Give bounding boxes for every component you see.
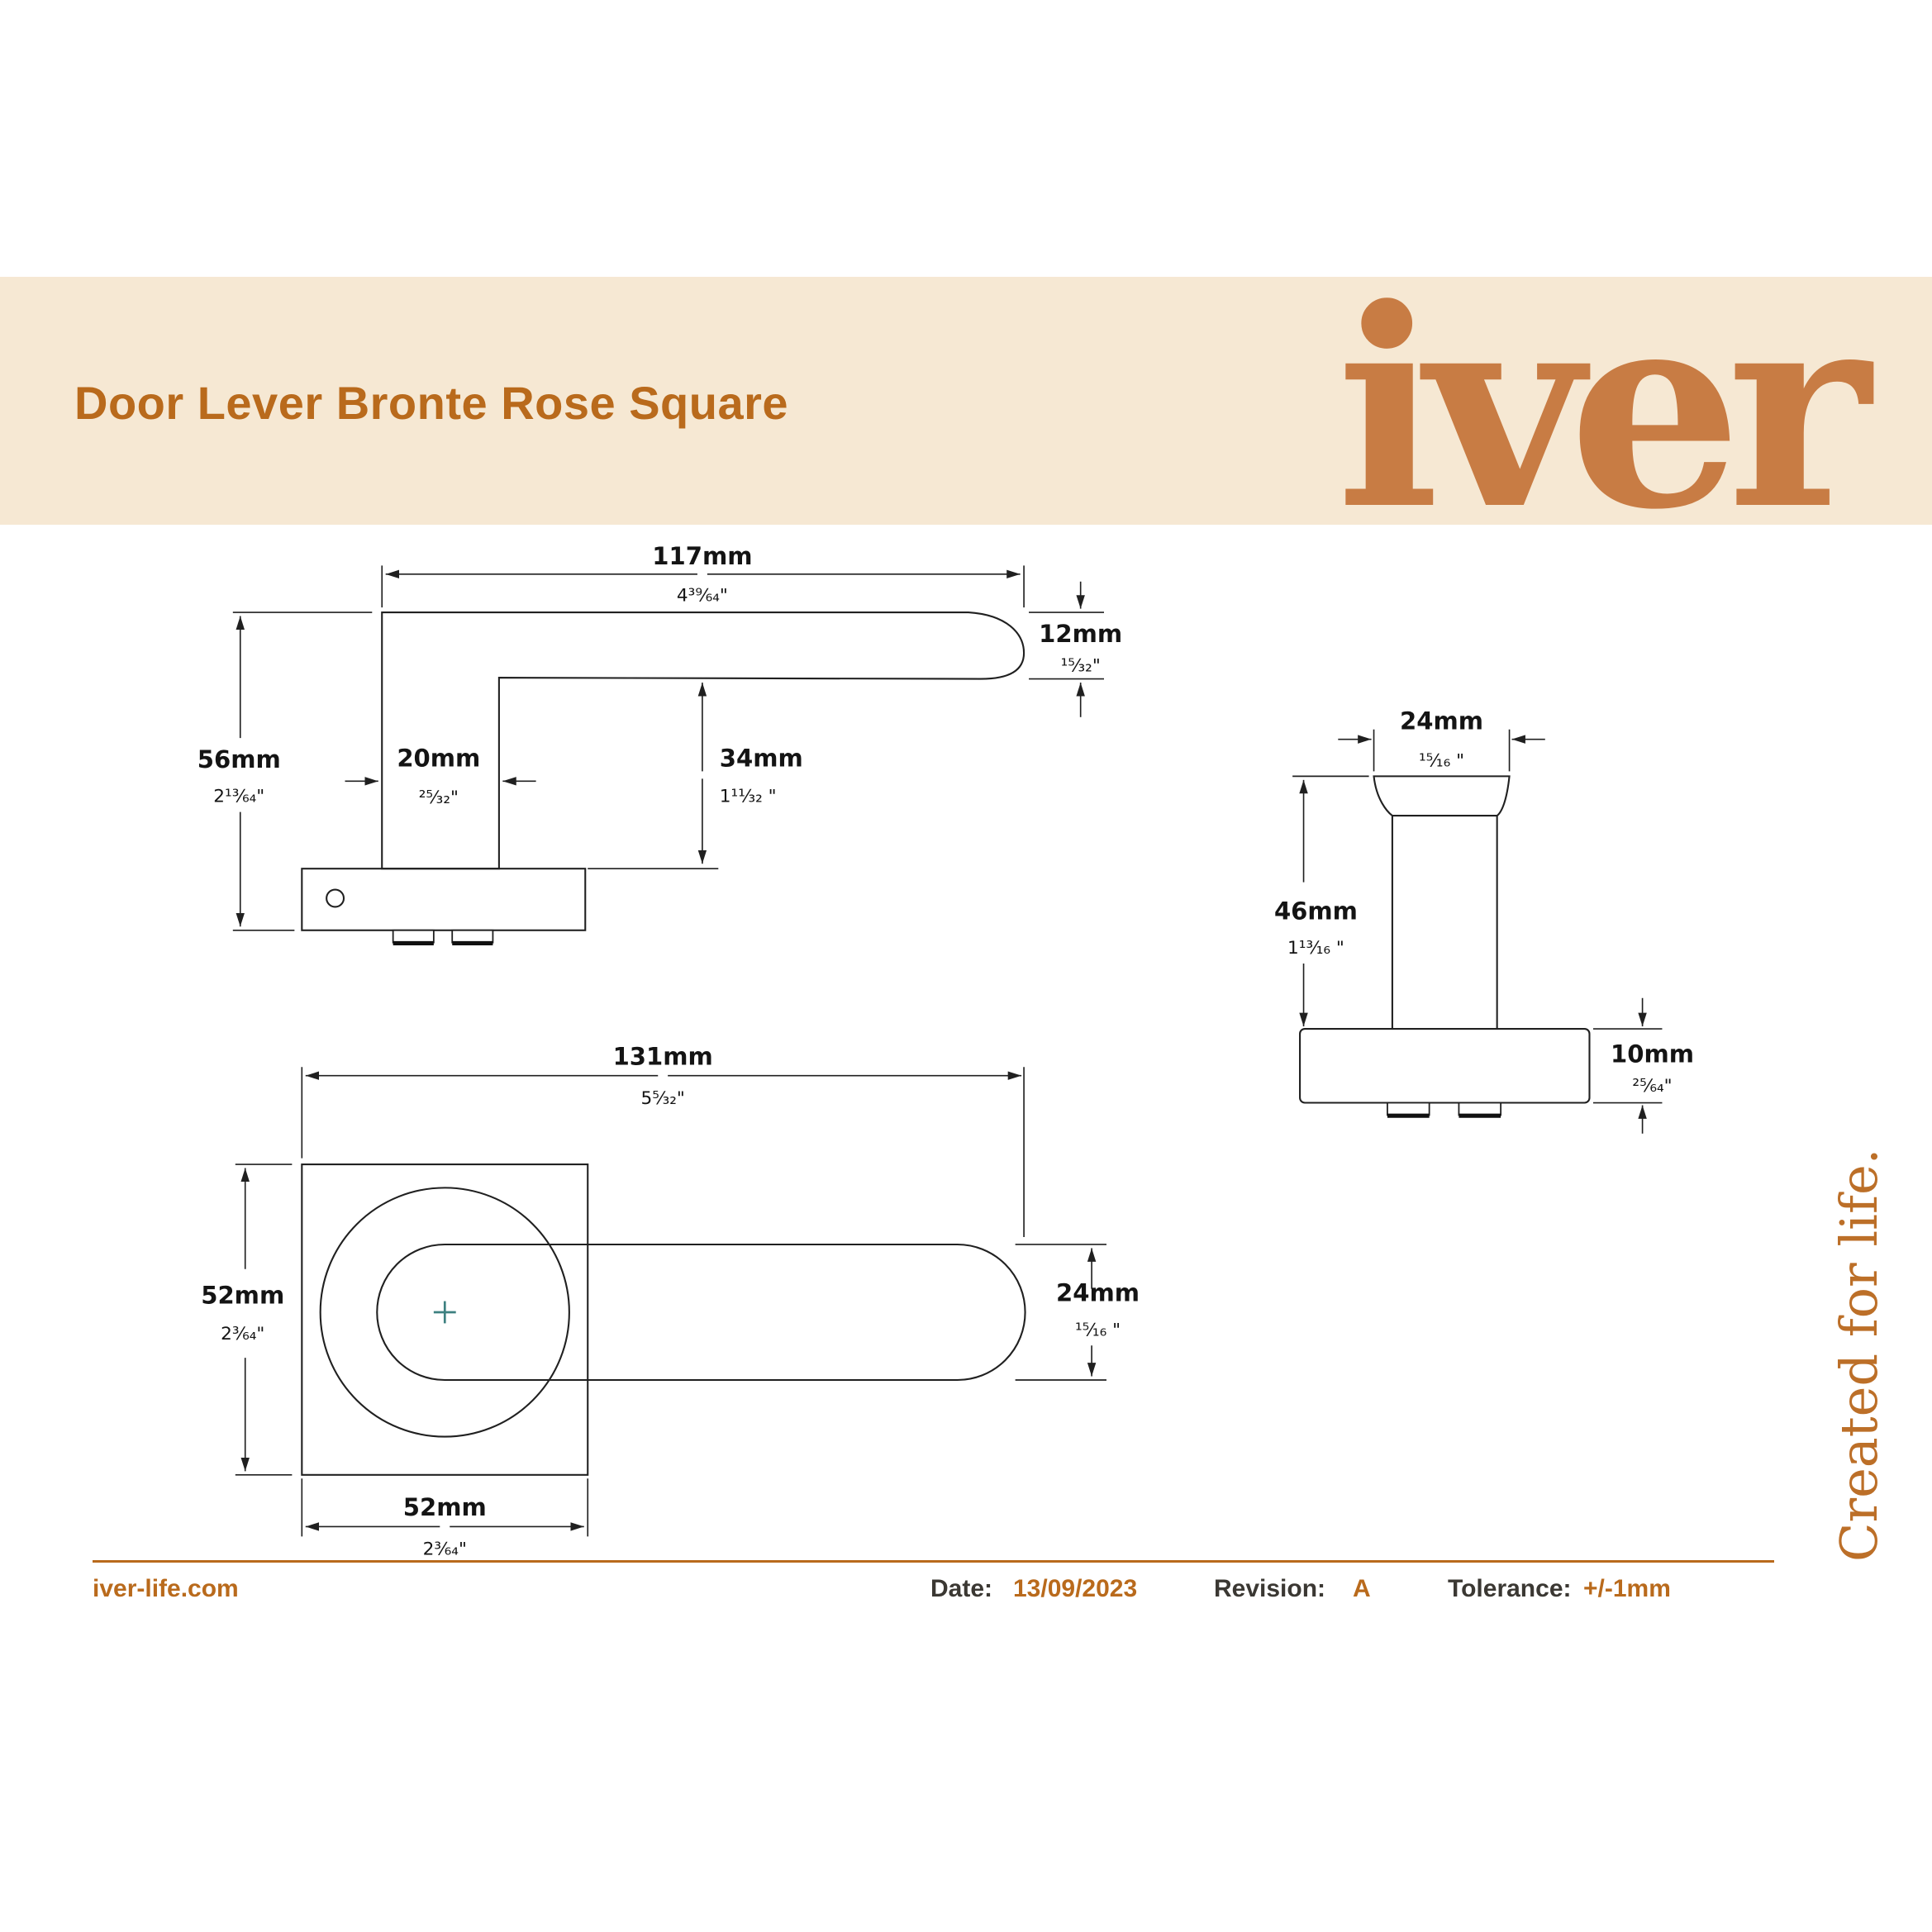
dim-front-rose-depth-inch: ²⁵⁄₆₄" xyxy=(1632,1076,1672,1097)
dim-side-clearance-inch: 1¹¹⁄₃₂ " xyxy=(720,787,777,807)
fixing-lugs-front xyxy=(1387,1102,1502,1118)
front-dimension-lines xyxy=(1292,729,1663,1134)
screw-hole xyxy=(326,888,345,908)
rose-side-profile xyxy=(301,868,587,931)
rose-front-profile xyxy=(1299,1028,1591,1104)
dim-front-rose-depth-mm: 10mm xyxy=(1611,1040,1694,1068)
dim-front-width-inch: ¹⁵⁄₁₆ " xyxy=(1419,750,1464,771)
dim-plan-length-mm: 131mm xyxy=(613,1042,713,1070)
tolerance-value: +/-1mm xyxy=(1583,1575,1671,1602)
revision-label: Revision: xyxy=(1214,1575,1326,1602)
dim-plan-lever-width-mm: 24mm xyxy=(1056,1279,1140,1307)
dim-side-length-mm: 117mm xyxy=(652,542,752,570)
side-dimension-lines xyxy=(232,565,1104,931)
front-view: 24mm ¹⁵⁄₁₆ " 46mm 1¹³⁄₁₆ " 10mm ²⁵⁄₆₄" xyxy=(1274,707,1694,1134)
center-crosshair xyxy=(433,1301,456,1324)
dim-side-clearance-mm: 34mm xyxy=(720,744,803,772)
dim-front-width-mm: 24mm xyxy=(1400,707,1483,735)
header-band xyxy=(0,277,1932,525)
website-text: iver-life.com xyxy=(93,1575,239,1602)
dim-side-height-mm: 56mm xyxy=(197,745,281,773)
square-rose xyxy=(301,1163,589,1476)
plan-view: 131mm 5⁵⁄₃₂" 52mm 2³⁄₆₄" 24mm ¹⁵⁄₁₆ " 52… xyxy=(201,1042,1140,1559)
page-title: Door Lever Bronte Rose Square xyxy=(74,377,789,429)
tagline-vertical: Created for life. xyxy=(1829,1148,1889,1562)
lever-head-front xyxy=(1373,775,1511,817)
dim-front-projection-mm: 46mm xyxy=(1274,897,1358,925)
dim-side-thickness-mm: 12mm xyxy=(1039,620,1122,648)
tolerance-label: Tolerance: xyxy=(1448,1575,1572,1602)
dim-side-neck-inch: ²⁵⁄₃₂" xyxy=(419,788,459,808)
fixing-lugs-side xyxy=(392,929,494,945)
side-view: 117mm 4³⁹⁄₆₄" 12mm ¹⁵⁄₃₂" 56mm 2¹³⁄₆₄" 2… xyxy=(197,542,1122,945)
dim-plan-length-inch: 5⁵⁄₃₂" xyxy=(641,1088,685,1109)
date-value: 13/09/2023 xyxy=(1013,1575,1138,1602)
dim-plan-rose-width-mm: 52mm xyxy=(403,1493,487,1521)
plan-dimension-lines xyxy=(235,1067,1106,1537)
dim-plan-rose-height-mm: 52mm xyxy=(201,1282,284,1310)
rose-boss-circle xyxy=(319,1187,570,1438)
dim-side-length-inch: 4³⁹⁄₆₄" xyxy=(677,586,728,607)
dim-plan-rose-width-inch: 2³⁄₆₄" xyxy=(423,1539,467,1560)
revision-value: A xyxy=(1353,1575,1371,1602)
iver-logo: iver xyxy=(1336,249,1871,569)
dim-front-projection-inch: 1¹³⁄₁₆ " xyxy=(1287,938,1344,959)
date-label: Date: xyxy=(930,1575,993,1602)
dim-plan-rose-height-inch: 2³⁄₆₄" xyxy=(221,1324,264,1344)
dim-plan-lever-width-inch: ¹⁵⁄₁₆ " xyxy=(1075,1320,1121,1340)
dim-side-neck-mm: 20mm xyxy=(397,744,480,772)
lever-side-profile xyxy=(381,611,1025,870)
dim-side-height-inch: 2¹³⁄₆₄" xyxy=(213,787,264,807)
dim-side-thickness-inch: ¹⁵⁄₃₂" xyxy=(1061,656,1101,677)
lever-plan-profile xyxy=(376,1243,1026,1382)
footer-divider xyxy=(93,1560,1774,1563)
